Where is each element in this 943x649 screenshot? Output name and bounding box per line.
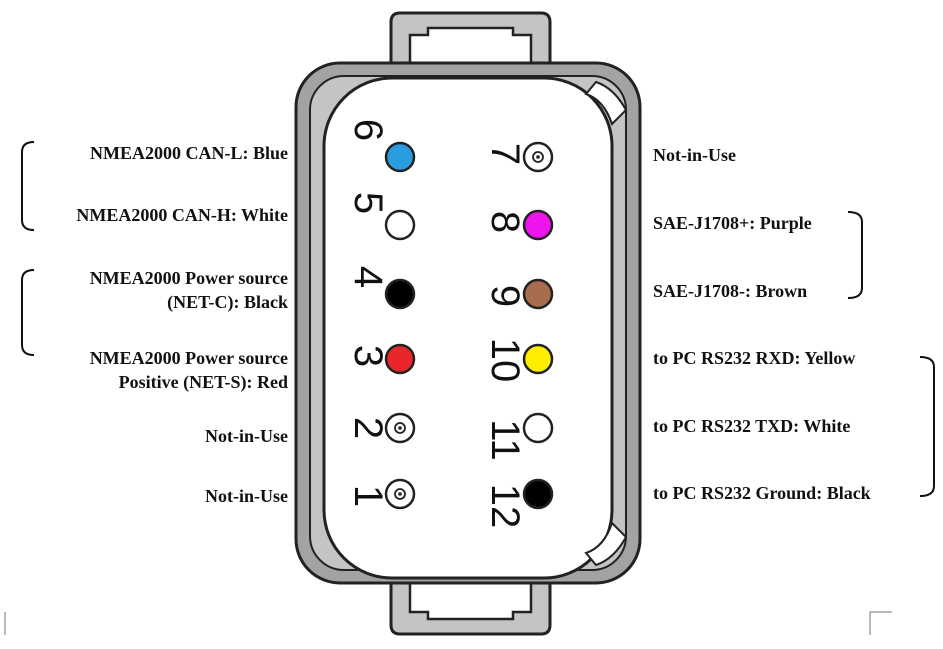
pin-2-center-dot <box>398 426 402 430</box>
pin-3: 3 <box>346 343 416 375</box>
pin-3-socket <box>384 343 416 375</box>
pin-6-number: 6 <box>346 119 390 141</box>
pin-5-socket <box>384 209 416 241</box>
bottom-latch <box>389 573 552 636</box>
bracket-right-j1708 <box>847 211 863 299</box>
pin-5-number: 5 <box>346 192 390 214</box>
pin-8: 8 <box>483 209 554 241</box>
label-pin10: to PC RS232 RXD: Yellow <box>653 348 856 368</box>
label-pin3-line2: Positive (NET-S): Red <box>118 372 288 392</box>
pin-9-socket <box>522 278 554 310</box>
pin-10: 10 <box>483 338 554 383</box>
pin-4: 4 <box>346 266 416 310</box>
key-notch-top <box>584 80 628 126</box>
pin-6: 6 <box>346 119 416 173</box>
pin-7-center-dot <box>536 155 540 159</box>
pin-4-socket <box>384 278 416 310</box>
label-pin7: Not-in-Use <box>653 145 736 165</box>
label-pin6: NMEA2000 CAN-L: Blue <box>90 143 288 163</box>
pin-8-number: 8 <box>483 211 527 233</box>
pin-12-socket <box>522 478 554 510</box>
pin-11-socket <box>522 412 554 444</box>
pin-7-number: 7 <box>483 143 527 165</box>
pin-11-number: 11 <box>483 419 527 461</box>
label-pin9: SAE-J1708-: Brown <box>653 281 808 301</box>
corner-mark-right <box>869 611 892 635</box>
pin-12-number: 12 <box>483 484 527 529</box>
top-latch <box>389 11 552 72</box>
key-notch-bottom <box>584 521 628 567</box>
label-pin1: Not-in-Use <box>205 486 288 506</box>
pin-2: 2 <box>346 412 416 444</box>
pin-11: 11 <box>483 412 554 461</box>
label-pin2: Not-in-Use <box>205 426 288 446</box>
pin-9-number: 9 <box>483 285 527 307</box>
connector-face <box>322 76 614 580</box>
pin-4-number: 4 <box>346 266 390 288</box>
pin-3-number: 3 <box>346 345 390 367</box>
bracket-left-power <box>21 269 35 356</box>
label-pin4-line1: NMEA2000 Power source <box>89 268 288 288</box>
pin-1-number: 1 <box>346 485 390 507</box>
pin-9: 9 <box>483 278 554 310</box>
label-pin5: NMEA2000 CAN-H: White <box>76 205 288 225</box>
pin-10-number: 10 <box>483 338 527 383</box>
pin-7: 7 <box>483 141 554 173</box>
label-pin8: SAE-J1708+: Purple <box>653 213 812 233</box>
label-pin4-line2: (NET-C): Black <box>167 292 288 312</box>
pin-10-socket <box>522 343 554 375</box>
pin-2-number: 2 <box>346 417 390 439</box>
bracket-left-can <box>21 141 35 231</box>
label-pin12: to PC RS232 Ground: Black <box>653 483 871 503</box>
pin-1-center-dot <box>398 492 402 496</box>
pin-1: 1 <box>346 478 416 510</box>
bracket-right-rs232 <box>919 356 935 497</box>
pin-6-socket <box>384 141 416 173</box>
label-pin11: to PC RS232 TXD: White <box>653 416 851 436</box>
pin-5: 5 <box>346 192 416 241</box>
pin-12: 12 <box>483 478 554 529</box>
pin-8-socket <box>522 209 554 241</box>
label-pin3-line1: NMEA2000 Power source <box>89 348 288 368</box>
